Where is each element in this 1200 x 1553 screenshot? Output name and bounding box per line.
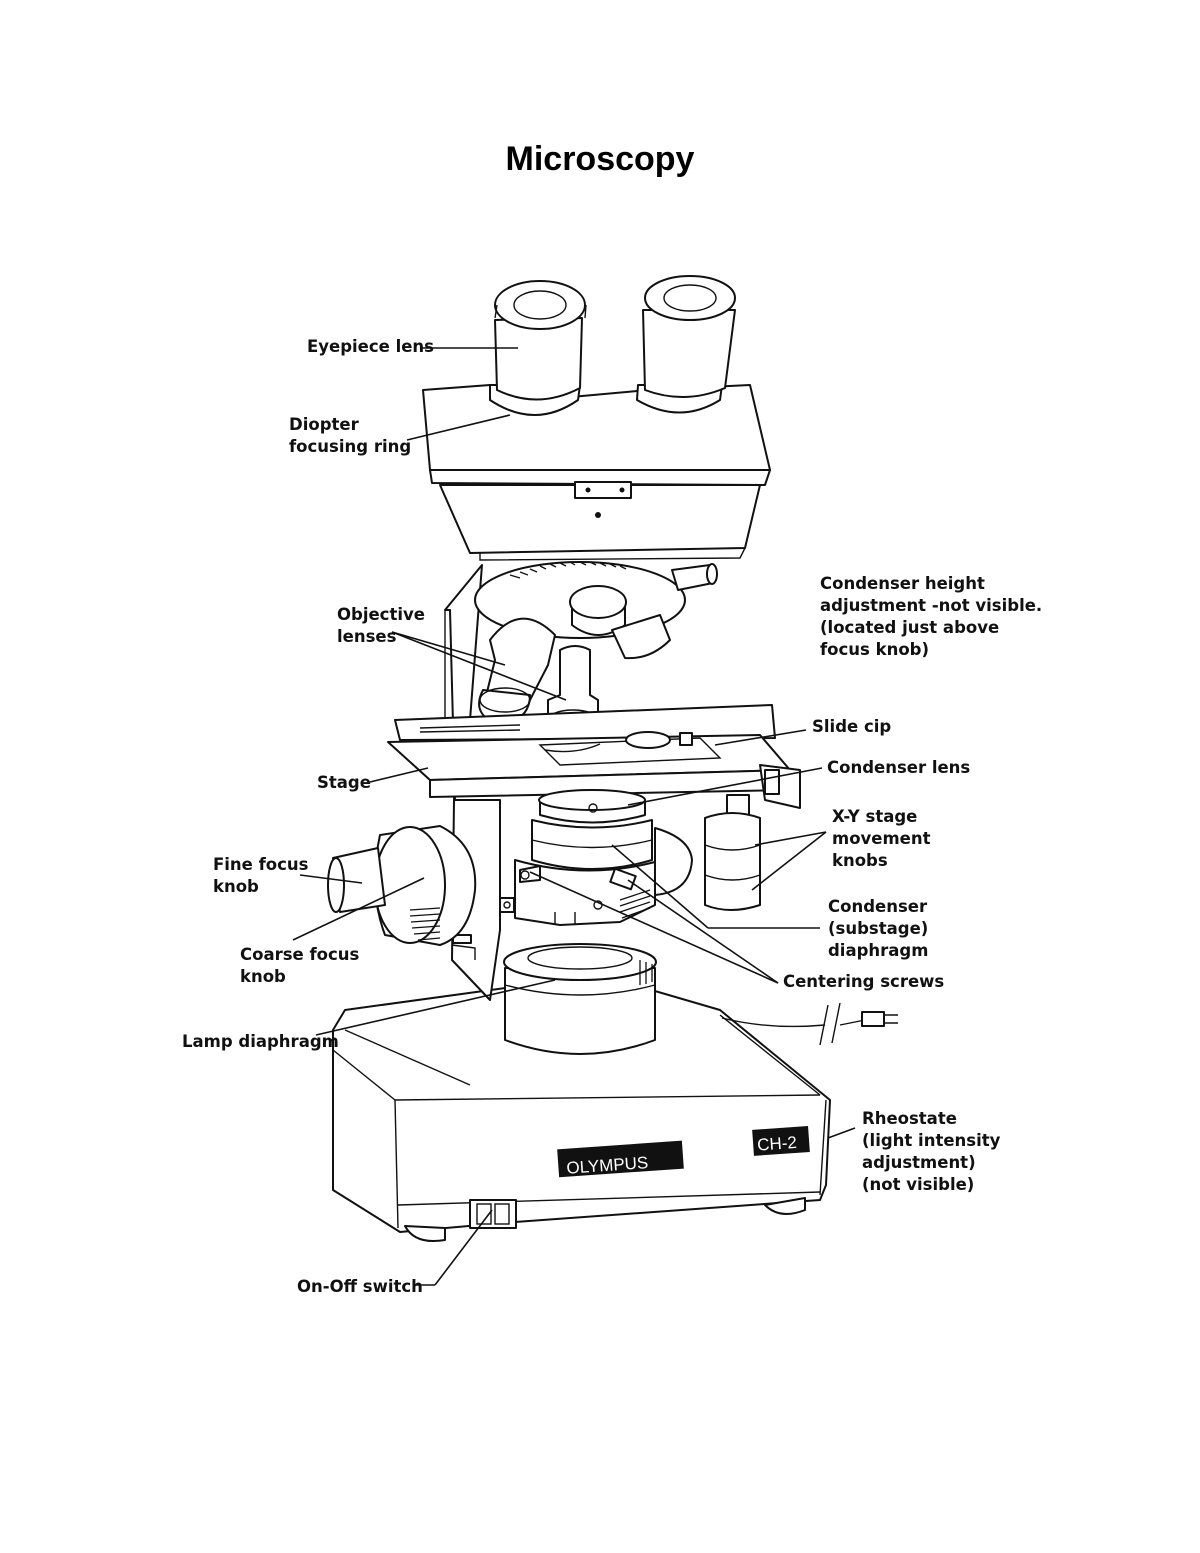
label-objective-line2: lenses <box>337 627 397 646</box>
leader-centering-2 <box>627 879 779 984</box>
label-xy-line2: movement <box>832 829 931 848</box>
label-cond-diaphragm-line1: Condenser <box>828 897 928 916</box>
label-coarse-focus-line1: Coarse focus <box>240 945 360 964</box>
leader-lines <box>292 347 856 1286</box>
eyepiece-left <box>489 280 587 416</box>
nosepiece <box>474 561 718 731</box>
lamp-housing <box>503 943 657 1055</box>
xy-knobs <box>704 794 761 911</box>
label-cond-diaphragm-line3: diaphragm <box>828 941 928 960</box>
label-lamp-diaphragm: Lamp diaphragm <box>182 1032 339 1051</box>
labels: Eyepiece lens Diopter focusing ring Obje… <box>182 337 1042 1296</box>
label-coarse-focus-line2: knob <box>240 967 286 986</box>
label-on-off-switch: On-Off switch <box>297 1277 423 1296</box>
label-xy-line1: X-Y stage <box>832 807 917 826</box>
label-diopter-line1: Diopter <box>289 415 360 434</box>
label-rheostate-line4: (not visible) <box>862 1175 974 1194</box>
label-rheostate-line2: (light intensity <box>862 1131 1001 1150</box>
label-stage: Stage <box>317 773 371 792</box>
leader-slide-clip <box>714 729 807 746</box>
label-fine-focus-line2: knob <box>213 877 259 896</box>
label-slide-clip: Slide cip <box>812 717 891 736</box>
page-title: Microscopy <box>505 140 695 178</box>
leader-xy-2 <box>751 831 827 891</box>
leader-xy-1 <box>754 831 827 846</box>
base: OLYMPUS CH-2 <box>332 974 898 1242</box>
brand-model: CH-2 <box>757 1133 798 1155</box>
label-condenser-height-line2: adjustment -not visible. <box>820 596 1042 615</box>
label-fine-focus-line1: Fine focus <box>213 855 309 874</box>
leader-lamp-diaphragm <box>315 979 556 1036</box>
label-eyepiece-lens: Eyepiece lens <box>307 337 434 356</box>
leader-condenser-lens <box>627 767 823 806</box>
leader-objective-1 <box>391 631 506 666</box>
leader-rheostate <box>827 1127 856 1139</box>
eyepiece-right <box>636 275 736 414</box>
condenser <box>499 789 693 926</box>
label-condenser-lens: Condenser lens <box>827 758 970 777</box>
leader-fine-focus <box>299 874 363 884</box>
leader-diopter <box>406 414 511 441</box>
label-objective-line1: Objective <box>337 605 425 624</box>
leader-coarse-focus <box>292 877 425 941</box>
stage <box>387 704 801 809</box>
label-condenser-height-line1: Condenser height <box>820 574 985 593</box>
head <box>422 384 771 561</box>
label-xy-line3: knobs <box>832 851 888 870</box>
label-rheostate-line3: adjustment) <box>862 1153 976 1172</box>
label-condenser-height-line4: focus knob) <box>820 640 929 659</box>
label-cond-diaphragm-line2: (substage) <box>828 919 928 938</box>
leader-on-off-2 <box>434 1209 493 1286</box>
leader-centering-1 <box>529 871 779 984</box>
label-diopter-line2: focusing ring <box>289 437 411 456</box>
focus-knobs <box>327 825 477 946</box>
label-rheostate-line1: Rheostate <box>862 1109 957 1128</box>
leader-cond-diaphragm-2 <box>611 844 709 929</box>
label-centering-screws: Centering screws <box>783 972 944 991</box>
label-condenser-height-line3: (located just above <box>820 618 999 637</box>
leader-stage <box>369 767 429 783</box>
microscope-drawing: OLYMPUS CH-2 <box>327 275 898 1242</box>
leader-objective-2 <box>391 631 567 701</box>
